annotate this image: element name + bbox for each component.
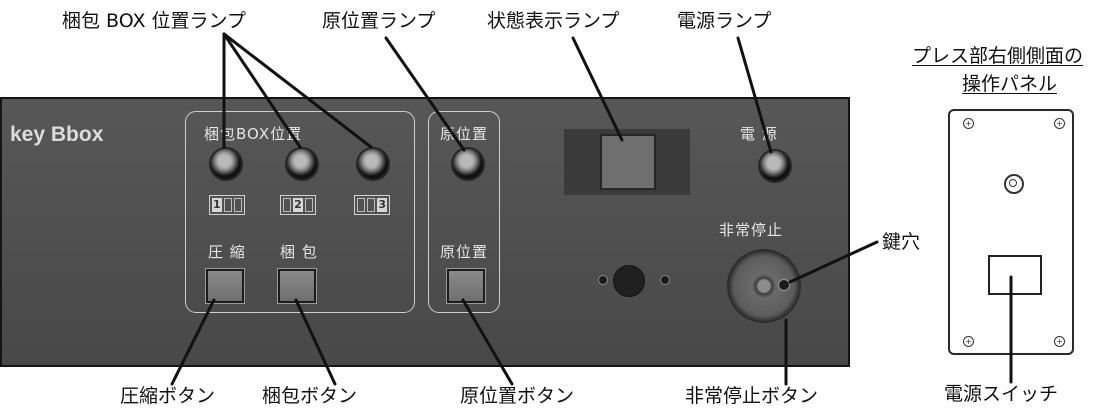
box-position-lamps-callout: 梱包 BOX 位置ランプ: [62, 10, 246, 32]
emergency-label: 非常停止: [719, 221, 784, 239]
side-panel-title-line1: プレス部右側側面の: [912, 45, 1084, 67]
left-screw-dot: [598, 275, 608, 285]
box-position-indicator-3: 3: [354, 195, 390, 215]
box-position-label: 梱包BOX位置: [204, 125, 303, 143]
pack-button[interactable]: [278, 269, 316, 303]
right-screw-dot: [660, 275, 670, 285]
power-lamp: [760, 151, 790, 181]
key-hole-callout: 鍵穴: [882, 231, 921, 253]
box-position-lamp-1: [211, 149, 241, 179]
status-display-lamp: [600, 134, 656, 190]
power-switch-callout: 電源スイッチ: [944, 383, 1059, 405]
home-lamp-callout: 原位置ランプ: [322, 10, 436, 32]
indicator-number: 1: [212, 198, 222, 212]
home-button[interactable]: [447, 269, 485, 303]
box-position-indicator-1: 1: [209, 195, 245, 215]
compress-label: 圧 縮: [208, 243, 246, 261]
side-panel-title-line2: 操作パネル: [962, 73, 1058, 95]
power-label: 電 源: [740, 125, 778, 143]
emergency-button-callout: 非常停止ボタン: [685, 385, 819, 407]
home-label-bottom: 原位置: [440, 243, 489, 261]
box-position-indicator-2: 2: [280, 195, 316, 215]
box-position-lamp-2: [287, 149, 317, 179]
indicator-number: 2: [293, 198, 303, 212]
side-operation-panel: + + + +: [948, 109, 1074, 355]
power-lamp-callout: 電源ランプ: [677, 10, 772, 32]
screw-icon: +: [1054, 118, 1065, 129]
box-position-lamp-3: [358, 149, 388, 179]
power-switch[interactable]: [988, 255, 1042, 295]
status-lamp-callout: 状態表示ランプ: [487, 10, 620, 32]
screw-icon: +: [963, 118, 974, 129]
home-lamp: [453, 149, 483, 179]
control-panel: key Bbox 梱包BOX位置 原位置 1 2 3 圧 縮 梱 包 原位置 電…: [0, 97, 850, 367]
indicator-number: 3: [377, 198, 387, 212]
side-indicator-inner: [1009, 179, 1017, 187]
key-hole[interactable]: [778, 279, 790, 291]
compress-button[interactable]: [206, 269, 244, 303]
home-label-top: 原位置: [440, 125, 489, 143]
screw-icon: +: [1054, 336, 1065, 347]
center-knob: [613, 265, 645, 297]
home-button-callout: 原位置ボタン: [460, 385, 575, 407]
pack-button-callout: 梱包ボタン: [262, 385, 358, 407]
brand-logo: key Bbox: [10, 123, 104, 146]
screw-icon: +: [963, 336, 974, 347]
pack-label: 梱 包: [280, 243, 318, 261]
compress-button-callout: 圧縮ボタン: [120, 385, 216, 407]
